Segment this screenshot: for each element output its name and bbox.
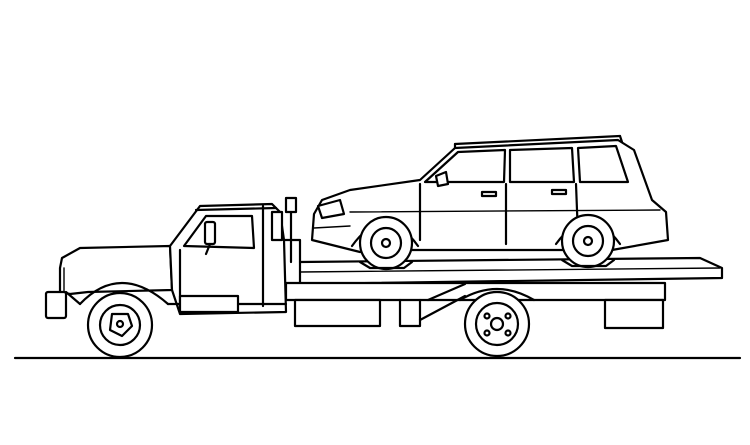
truck-rear-wheel (463, 290, 531, 358)
wheel-strap-rear (560, 258, 616, 268)
truck-front-wheel (86, 291, 154, 359)
wheel-strap-front (358, 260, 414, 270)
flatbed (284, 256, 724, 330)
rear-fender (458, 287, 536, 302)
suv-rear-wheel (560, 213, 616, 269)
suv-front-wheel (358, 215, 414, 271)
truck-cab (44, 196, 302, 320)
